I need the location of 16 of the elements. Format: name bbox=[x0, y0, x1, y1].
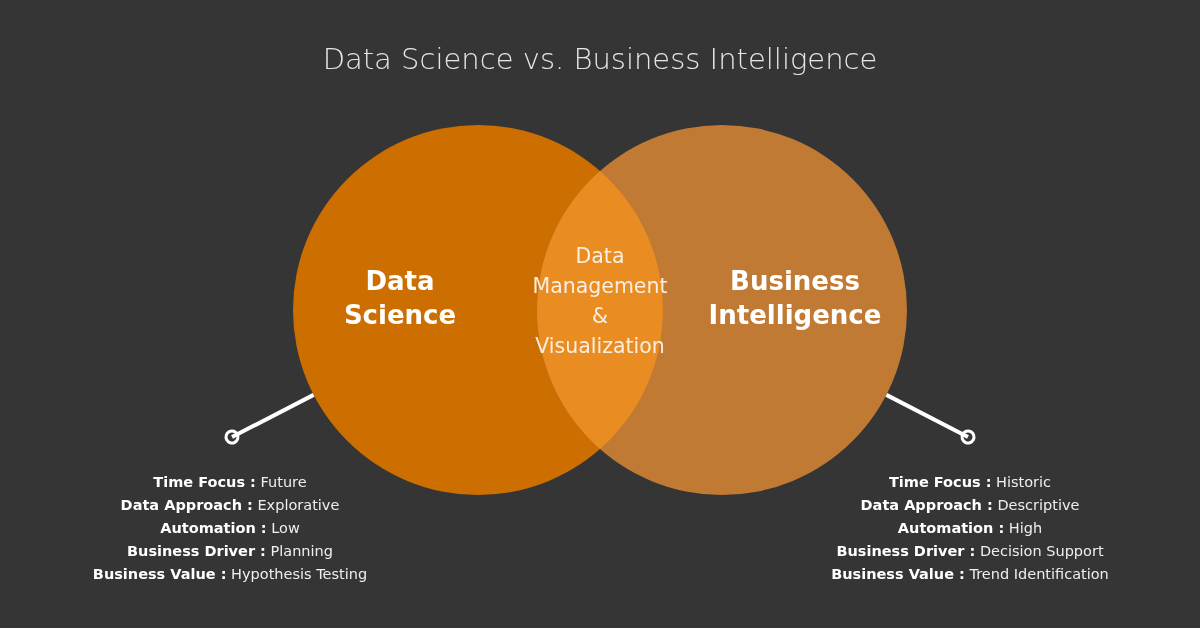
overlap-label: Data Management & Visualization bbox=[531, 243, 669, 360]
leader-line bbox=[224, 393, 315, 445]
attribute-text: Business Value : Hypothesis Testing bbox=[91, 565, 369, 584]
leader-line bbox=[885, 393, 976, 445]
attribute-text: Data Approach : Descriptive bbox=[859, 496, 1081, 515]
attribute-text: Business Value : Trend Identification bbox=[830, 565, 1110, 584]
attribute-text: Business Driver : Planning bbox=[126, 542, 334, 561]
attribute-text: Data Approach : Explorative bbox=[119, 496, 341, 515]
title: Data Science vs. Business Intelligence bbox=[321, 42, 879, 76]
attribute-text: Time Focus : Historic bbox=[887, 473, 1053, 492]
attribute-text: Business Driver : Decision Support bbox=[835, 542, 1105, 561]
circle-label: Business Intelligence bbox=[707, 265, 883, 332]
attribute-text: Automation : High bbox=[896, 519, 1044, 538]
attribute-text: Automation : Low bbox=[159, 519, 301, 538]
attribute-text: Time Focus : Future bbox=[152, 473, 308, 492]
circle-label: Data Science bbox=[342, 265, 458, 332]
